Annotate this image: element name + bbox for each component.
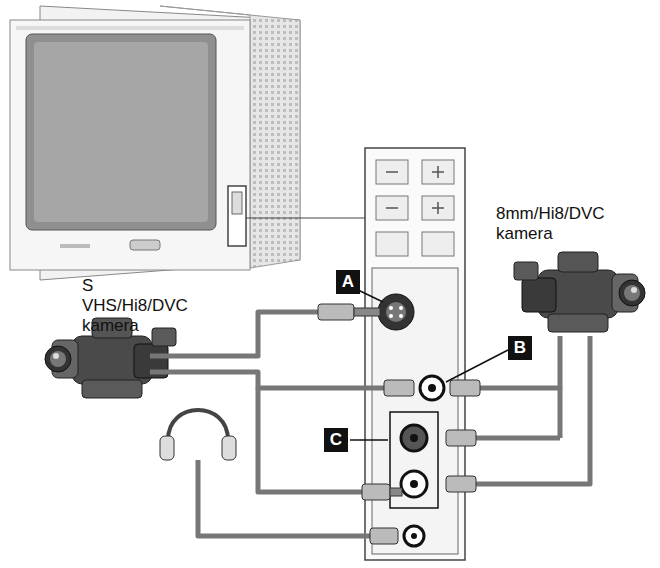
callout-letter: A (342, 272, 354, 292)
callout-letter: B (514, 338, 526, 358)
camera-label: 8mm/Hi8/DVC kamera (496, 204, 616, 244)
callout-box: C (324, 428, 348, 452)
callout-box: A (336, 270, 360, 294)
callout-box: B (508, 336, 532, 360)
callout-letter: C (330, 430, 342, 450)
camera-label: S VHS/Hi8/DVC kamera (82, 276, 202, 336)
